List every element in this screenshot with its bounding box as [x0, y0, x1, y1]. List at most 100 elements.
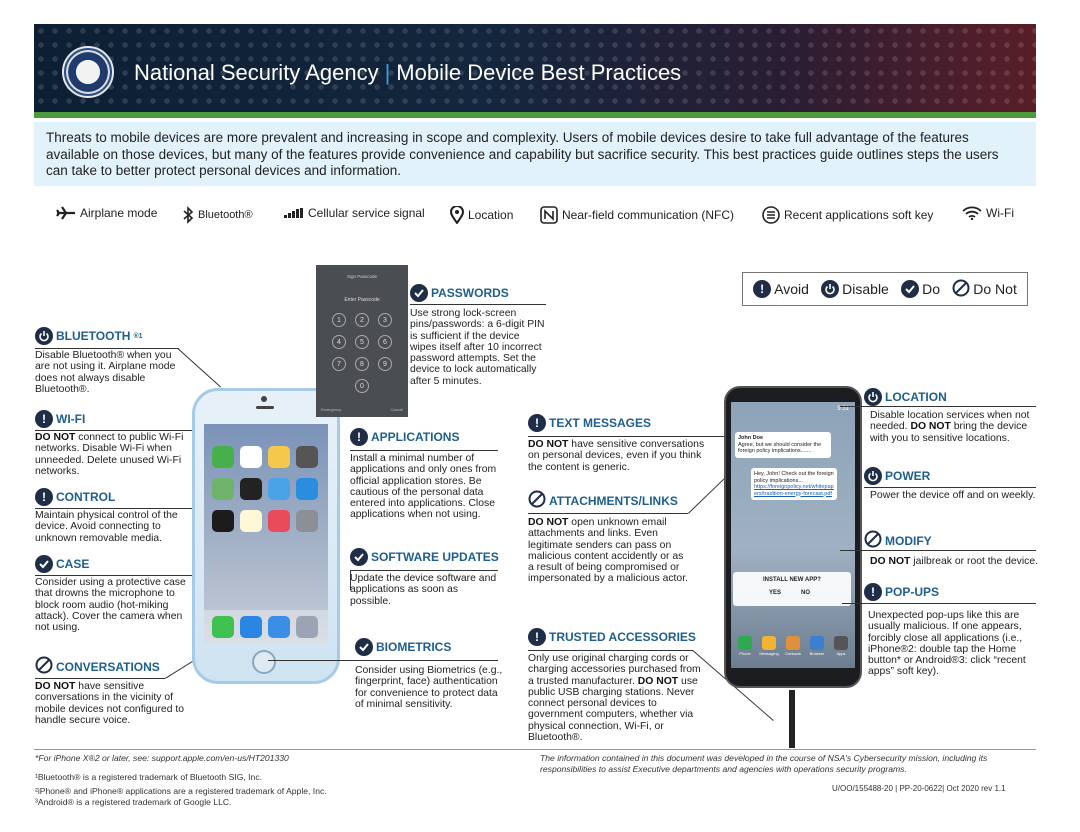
document-id: U/OO/155488-20 | PP-20-0622| Oct 2020 re…	[832, 784, 1006, 793]
incoming-message: John Doe Agree, but we should consider t…	[735, 432, 831, 458]
trademark-google: ³Android® is a registered trademark of G…	[35, 797, 232, 807]
apps-app-icon	[834, 636, 848, 650]
legend-bluetooth: Bluetooth®	[182, 206, 253, 224]
check-icon	[901, 280, 920, 298]
section-applications: !APPLICATIONS Install a minimal number o…	[350, 428, 498, 521]
status-time: 9:31	[837, 406, 849, 412]
stocks-app-icon	[212, 510, 234, 532]
header-stripe	[34, 112, 1036, 118]
section-title: MODIFY	[864, 530, 1040, 551]
videos-app-icon	[268, 510, 290, 532]
passcode-key-4[interactable]: 4	[332, 335, 346, 349]
messages-app-icon	[212, 446, 234, 468]
section-power: POWER Power the device off and on weekly…	[864, 467, 1040, 501]
passcode-key-8[interactable]: 8	[355, 357, 369, 371]
section-title: LOCATION	[864, 388, 1040, 406]
passcode-header: Sign Passcode	[346, 274, 378, 279]
section-software-updates: SOFTWARE UPDATES Update the device softw…	[350, 548, 499, 607]
section-conversations: CONVERSATIONS DO NOT have sensitive conv…	[35, 656, 185, 726]
power-icon	[864, 388, 882, 406]
dock-label: Browser	[809, 651, 825, 656]
legend-wifi: Wi-Fi	[962, 206, 1014, 220]
section-title: !WI-FI	[35, 410, 187, 428]
clock-app-icon	[240, 478, 262, 500]
dock-label: Apps	[836, 651, 846, 656]
power-icon	[35, 327, 53, 345]
avoid-icon: !	[864, 583, 882, 601]
dock-item-phone[interactable]: Phone	[734, 636, 756, 656]
mail-app-icon	[268, 616, 290, 638]
section-body: Disable Bluetooth® when you are not usin…	[35, 350, 176, 395]
passcode-key-2[interactable]: 2	[355, 313, 369, 327]
section-body: DO NOT open unknown email attachments an…	[528, 517, 688, 585]
dock-label: Contacts	[785, 651, 801, 656]
section-title: BIOMETRICS	[355, 638, 503, 656]
dock-item-browser[interactable]: Browser	[806, 636, 828, 656]
legend-recent-apps: Recent applications soft key	[762, 206, 933, 224]
section-title: CONVERSATIONS	[35, 656, 185, 677]
iphone-dock	[204, 610, 328, 644]
location-pin-icon	[450, 206, 464, 224]
install-app-popup: INSTALL NEW APP? YES NO	[733, 572, 851, 606]
icon-key-box: ! Avoid Disable Do Do Not	[742, 272, 1028, 306]
iphone-screen	[204, 424, 328, 644]
section-bluetooth: BLUETOOTH®1 Disable Bluetooth® when you …	[35, 327, 185, 395]
passcode-key-5[interactable]: 5	[355, 335, 369, 349]
dock-label: Phone	[739, 651, 751, 656]
section-body: Install a minimal number of applications…	[350, 453, 497, 521]
dock-item-contacts[interactable]: Contacts	[782, 636, 804, 656]
page-title: National Security Agency|Mobile Device B…	[134, 60, 681, 86]
cancel-link: Cancel	[390, 407, 403, 412]
trademark-bluetooth: ¹Bluetooth® is a registered trademark of…	[35, 772, 263, 782]
android-dock: Phone Messaging Contacts Browser Apps	[731, 636, 855, 660]
settings-app-icon	[296, 510, 318, 532]
section-title: !APPLICATIONS	[350, 428, 498, 446]
passcode-key-6[interactable]: 6	[378, 335, 392, 349]
section-passwords: PASSWORDS Use strong lock-screen pins/pa…	[410, 284, 546, 387]
section-title: !CONTROL	[35, 488, 187, 506]
safari-app-icon	[240, 616, 262, 638]
dock-label: Messaging	[759, 651, 779, 656]
messaging-app-icon	[762, 636, 776, 650]
popup-yes-button[interactable]: YES	[769, 590, 782, 596]
more-app-icon	[296, 616, 318, 638]
check-icon	[35, 555, 53, 573]
section-title: !TRUSTED ACCESSORIES	[528, 628, 708, 646]
section-body: Consider using Biometrics (e.g., fingerp…	[355, 665, 503, 710]
section-title: PASSWORDS	[410, 284, 546, 302]
prohibited-icon	[864, 530, 882, 551]
weather-app-icon	[268, 478, 290, 500]
footer-rule	[34, 749, 1036, 750]
bluetooth-icon	[183, 206, 194, 224]
avoid-icon: !	[35, 410, 53, 428]
trademark-apple: ²iPhone® and iPhone® applications are a …	[35, 786, 327, 796]
popup-no-button[interactable]: NO	[801, 590, 810, 596]
dock-item-messaging[interactable]: Messaging	[758, 636, 780, 656]
section-modify: MODIFY DO NOT jailbreak or root the devi…	[864, 530, 1040, 567]
section-body: DO NOT have sensitive conversations in t…	[35, 681, 185, 726]
camera-app-icon	[296, 446, 318, 468]
passcode-key-9[interactable]: 9	[378, 357, 392, 371]
avoid-icon: !	[528, 628, 546, 646]
legend-location: Location	[450, 206, 513, 224]
section-location: LOCATION Disable location services when …	[864, 388, 1040, 444]
key-avoid: ! Avoid	[753, 280, 809, 298]
avoid-icon: !	[528, 414, 546, 432]
dock-item-apps[interactable]: Apps	[830, 636, 852, 656]
section-body: DO NOT jailbreak or root the device.	[870, 556, 1039, 567]
passcode-key-7[interactable]: 7	[332, 357, 346, 371]
avoid-icon: !	[350, 428, 368, 446]
passcode-key-3[interactable]: 3	[378, 313, 392, 327]
passcode-key-0[interactable]: 0	[355, 379, 369, 393]
section-biometrics: BIOMETRICS Consider using Biometrics (e.…	[355, 638, 503, 710]
section-body: DO NOT connect to public Wi-Fi networks.…	[35, 432, 184, 477]
nfc-icon	[540, 206, 558, 224]
phone-app-icon	[212, 616, 234, 638]
legend-nfc: Near-field communication (NFC)	[540, 206, 734, 224]
message-link[interactable]: https://foreignpolicy.net/whitepapers/tr…	[754, 484, 834, 497]
info-disclaimer: The information contained in this docume…	[540, 753, 988, 774]
title-separator: |	[384, 60, 391, 85]
section-title: ATTACHMENTS/LINKS	[528, 490, 688, 511]
org-name: National Security Agency	[134, 60, 379, 85]
passcode-key-1[interactable]: 1	[332, 313, 346, 327]
